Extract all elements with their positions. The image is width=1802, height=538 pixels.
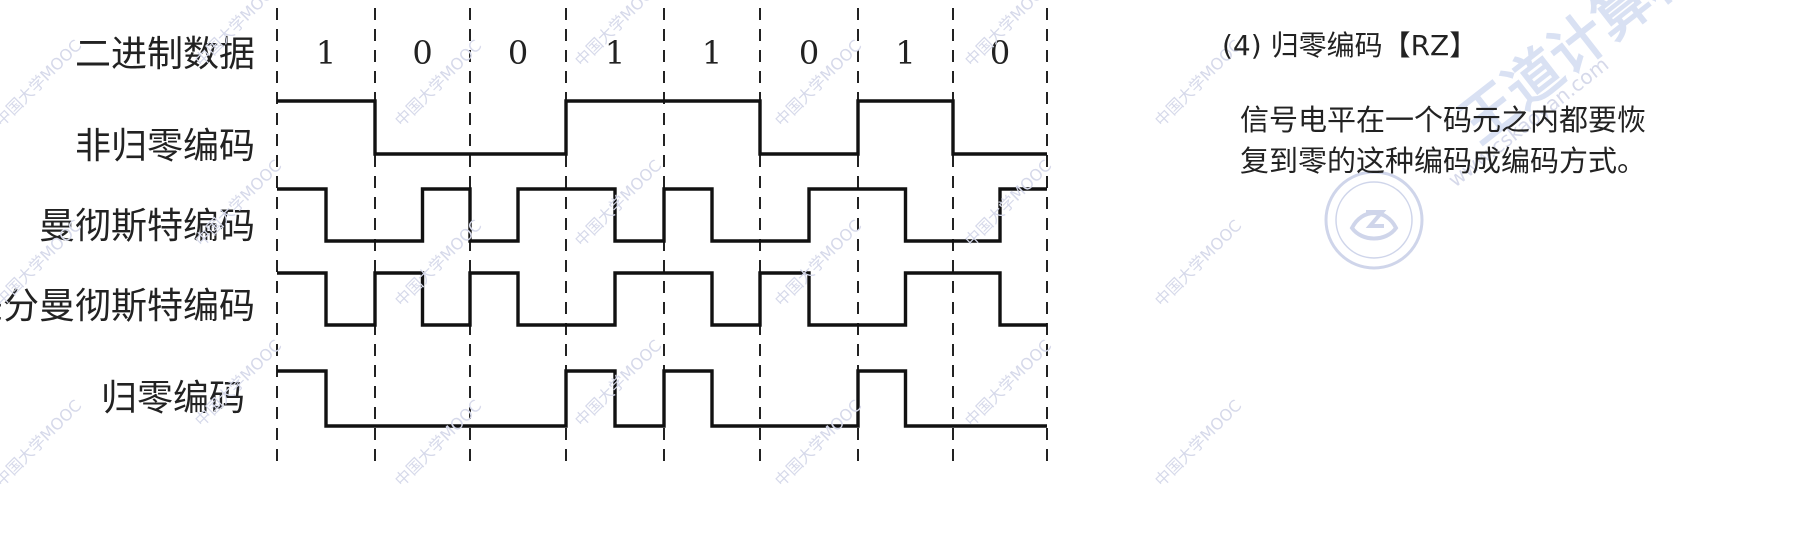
bit-dividers: [276, 8, 1048, 470]
waveforms: [277, 99, 1047, 428]
bit-label: 0: [799, 34, 819, 72]
description-line: 信号电平在一个码元之内都要恢: [1240, 103, 1647, 137]
bit-label: 1: [895, 34, 915, 72]
bit-label: 0: [508, 34, 528, 72]
waveform-manchester: [277, 187, 1047, 243]
bit-label: 0: [412, 34, 432, 72]
row-label-nrz: 非归零编码: [75, 126, 255, 167]
description: 信号电平在一个码元之内都要恢 复到零的这种编码成编码方式。: [1240, 100, 1760, 182]
bit-label: 1: [316, 34, 336, 72]
bit-label: 1: [605, 34, 625, 72]
description-line: 复到零的这种编码成编码方式。: [1240, 144, 1647, 178]
bit-label: 1: [702, 34, 722, 72]
waveform-diff_manchester: [277, 271, 1047, 327]
waveform-nrz: [277, 99, 1047, 156]
row-labels: 二进制数据非归零编码曼彻斯特编码差分曼彻斯特编码归零编码: [0, 34, 255, 419]
row-label-manchester: 曼彻斯特编码: [39, 206, 255, 247]
row-label-diff_manchester: 差分曼彻斯特编码: [0, 286, 255, 327]
row-label-rz: 归零编码: [101, 378, 245, 419]
bit-labels: 1 0 0 1 1 0 1 0: [316, 34, 1010, 72]
side-panel: (4) 归零编码【RZ】 信号电平在一个码元之内都要恢 复到零的这种编码成编码方…: [1222, 24, 1782, 182]
row-label-data: 二进制数据: [75, 34, 255, 75]
seal-logo-icon: [1324, 170, 1424, 270]
waveform-rz: [277, 369, 1047, 428]
bit-label: 0: [990, 34, 1010, 72]
section-title: (4) 归零编码【RZ】: [1222, 29, 1478, 62]
